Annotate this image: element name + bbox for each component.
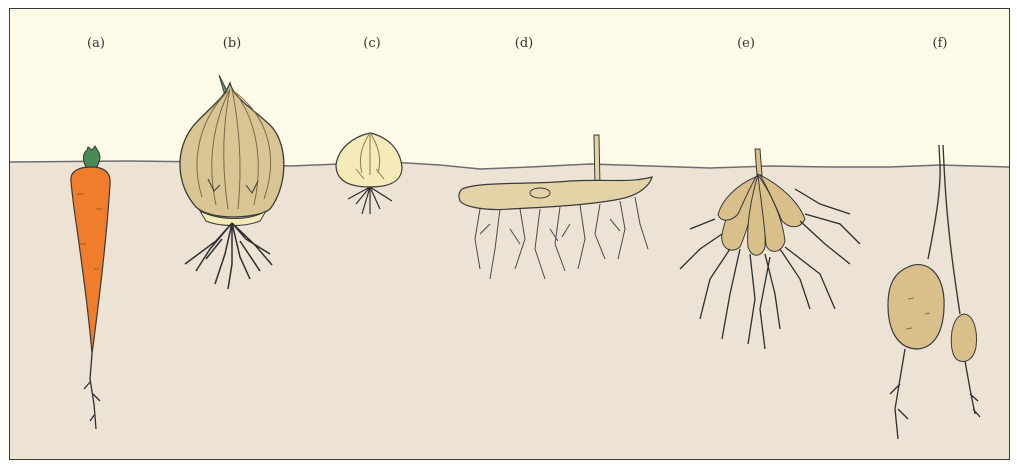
label-f: (f) [920, 36, 960, 51]
label-b: (b) [212, 36, 252, 51]
label-e: (e) [726, 36, 766, 51]
diagram-frame: (a) (b) (c) (d) (e) (f) [9, 8, 1010, 460]
label-c: (c) [352, 36, 392, 51]
label-d: (d) [504, 36, 544, 51]
plant-storage-organs-scene [10, 9, 1010, 460]
label-a: (a) [76, 36, 116, 51]
